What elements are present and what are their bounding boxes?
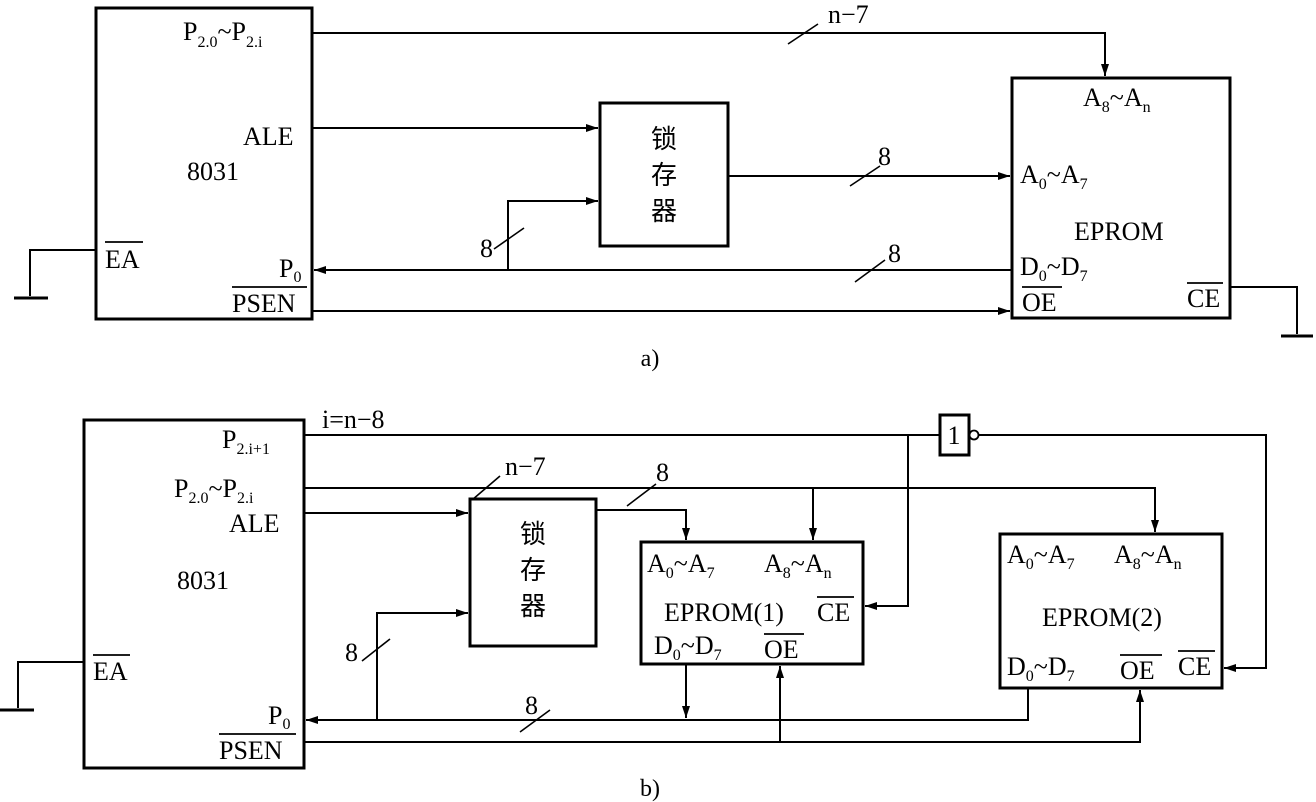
- mcu-ale-label-a: ALE: [243, 122, 294, 151]
- eprom2-oe-label-b: OE: [1120, 656, 1155, 685]
- latch-box-a: [598, 101, 730, 248]
- eprom1-ce-label-b: CE: [817, 598, 850, 627]
- bus-label-addr-b: 8: [656, 458, 669, 487]
- bus-label-p2-b: n−7: [505, 452, 546, 481]
- wire-ea-ground-a: [29, 249, 96, 296]
- latch-label-1-b: 锁: [520, 520, 546, 550]
- eprom1-a-hi-label-b: A8~An: [764, 549, 832, 582]
- eprom-a-lo-label-a: A0~A7: [1020, 160, 1088, 193]
- mcu-p0-label-a: P0: [279, 254, 301, 286]
- latch-label-3-a: 器: [651, 197, 677, 227]
- eprom1-a-lo-label-b: A0~A7: [647, 549, 715, 582]
- caption-b: b): [640, 776, 660, 802]
- latch-label-3-b: 器: [520, 592, 546, 622]
- mcu-p0-label-b: P0: [268, 701, 290, 733]
- mcu-8031-box-a: [94, 6, 314, 321]
- eprom1-oe-label-b: OE: [764, 635, 799, 664]
- bus-slash-data-b: [519, 709, 551, 733]
- caption-a: a): [641, 346, 660, 372]
- mcu-p2-range-label-a: P2.0~P2.i: [183, 17, 263, 51]
- bus-label-p0-b: 8: [345, 638, 358, 667]
- inverter-label-b: 1: [948, 421, 961, 450]
- eprom2-ce-label-b: CE: [1178, 652, 1211, 681]
- bus-label-p0-a: 8: [480, 234, 493, 263]
- bus-slash-p0-a: [493, 227, 525, 250]
- diagram-a: P2.0~P2.i ALE 8031 EA P0 PSEN 锁 存 器 A8~A…: [14, 0, 1313, 372]
- eprom1-name-b: EPROM(1): [664, 598, 784, 627]
- bus-slash-p2-b: [471, 475, 501, 501]
- diagram-b: 1 P2.i+1 P2.0~P2.i ALE 8031 EA P0 PSEN i…: [0, 405, 1267, 802]
- eprom-data-label-a: D0~D7: [1020, 252, 1088, 285]
- eprom2-a-lo-label-b: A0~A7: [1007, 540, 1075, 573]
- bus-slash-p0-b: [361, 638, 391, 662]
- mcu-p2-range-label-b: P2.0~P2.i: [174, 474, 254, 507]
- eprom-a-hi-label-a: A8~An: [1083, 83, 1151, 116]
- eprom1-box-b: [639, 540, 865, 666]
- wire-p0-to-latch-a: [507, 197, 598, 270]
- condition-label-b: i=n−8: [322, 405, 385, 434]
- wire-inverter-to-ce2-b: [979, 434, 1267, 672]
- bus-label-data-b: 8: [525, 691, 538, 720]
- wire-ce-ground-a: [1230, 286, 1298, 334]
- mcu-ale-label-b: ALE: [229, 509, 280, 538]
- eprom2-name-b: EPROM(2): [1042, 603, 1162, 632]
- eprom1-data-label-b: D0~D7: [654, 631, 722, 664]
- eprom-ce-label-a: CE: [1187, 284, 1220, 313]
- bus-slash-data-a: [854, 259, 886, 283]
- bus-label-data-a: 8: [888, 239, 901, 268]
- mcu-8031-box-b: [82, 418, 306, 770]
- wire-data-to-p0-b: [306, 688, 1029, 724]
- mcu-name-a: 8031: [187, 157, 239, 186]
- latch-label-1-a: 锁: [651, 125, 677, 155]
- eprom-oe-label-a: OE: [1022, 288, 1057, 317]
- eprom-box-a: [1010, 76, 1232, 320]
- eprom2-a-hi-label-b: A8~An: [1114, 540, 1182, 573]
- mcu-psen-label-a: PSEN: [232, 289, 296, 318]
- wire-p0-to-latch-b: [376, 609, 468, 720]
- bus-slash-addr-b: [626, 483, 657, 507]
- wire-latch-to-eprom1-b: [596, 509, 690, 540]
- eprom2-data-label-b: D0~D7: [1007, 652, 1075, 685]
- latch-label-2-b: 存: [520, 556, 546, 586]
- eprom2-box-b: [998, 532, 1224, 690]
- latch-box-b: [468, 497, 598, 648]
- wire-psen-to-oe2-b: [304, 690, 1144, 743]
- bus-label-p2-a: n−7: [828, 0, 869, 29]
- mcu-psen-label-b: PSEN: [219, 736, 283, 765]
- latch-label-2-a: 存: [651, 161, 677, 191]
- bus-slash-addr-a: [849, 165, 881, 187]
- mcu-ea-label-a: EA: [105, 245, 140, 274]
- mcu-name-b: 8031: [177, 566, 229, 595]
- bus-label-addr-a: 8: [878, 142, 891, 171]
- inverter-bubble-b: [968, 429, 980, 441]
- mcu-ea-label-b: EA: [93, 657, 128, 686]
- wire-p2-to-a-hi-a: [312, 32, 1109, 76]
- wire-p2-bus-to-eprom2-b: [304, 487, 1159, 532]
- wire-p2-top-to-ce1-b: [865, 435, 909, 610]
- wire-ea-ground-b: [17, 661, 84, 708]
- eprom-name-a: EPROM: [1074, 217, 1164, 246]
- mcu-p2-top-label-b: P2.i+1: [222, 425, 270, 458]
- bus-slash-p2-a: [787, 23, 819, 45]
